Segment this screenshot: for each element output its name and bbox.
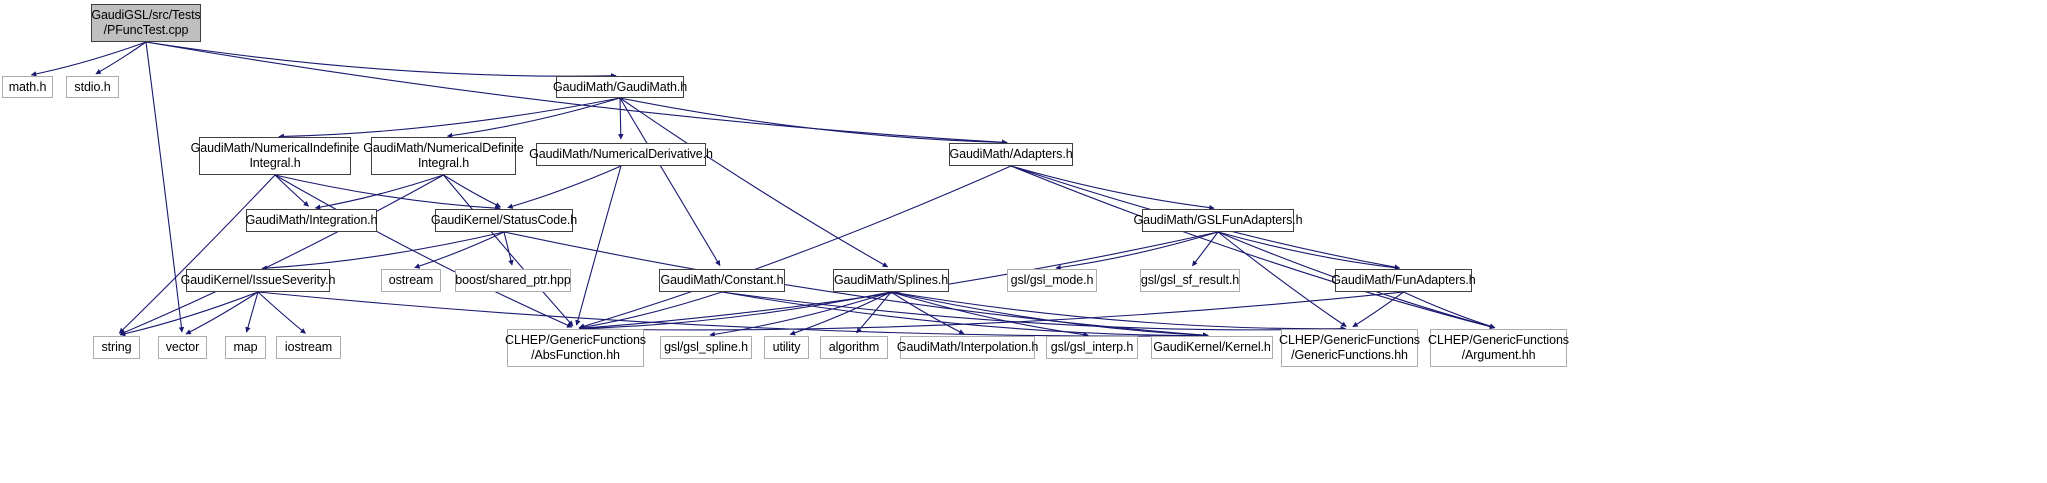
graph-node-genfunc[interactable]: CLHEP/GenericFunctions /GenericFunctions… bbox=[1279, 329, 1420, 367]
graph-edge-numindef-to-integration bbox=[274, 174, 309, 207]
graph-edge-gaudimath-to-numindef bbox=[278, 97, 621, 140]
graph-node-argument[interactable]: CLHEP/GenericFunctions /Argument.hh bbox=[1428, 329, 1569, 367]
graph-node-algorithm[interactable]: algorithm bbox=[820, 336, 888, 359]
graph-edge-issuesev-to-vector bbox=[185, 291, 259, 335]
graph-edge-numdef-to-absfunc bbox=[443, 174, 574, 327]
graph-node-splines[interactable]: GaudiMath/Splines.h bbox=[833, 269, 949, 292]
graph-edge-gaudimath-to-constant bbox=[619, 97, 721, 267]
graph-edge-constant-to-absfunc bbox=[578, 291, 723, 330]
graph-edge-splines-to-utility bbox=[789, 291, 892, 336]
graph-edge-statuscode-to-issuesev bbox=[261, 231, 505, 271]
graph-edge-splines-to-gslspline bbox=[709, 291, 892, 338]
graph-node-gslsfres[interactable]: gsl/gsl_sf_result.h bbox=[1140, 269, 1240, 292]
graph-edge-root-to-stdioh bbox=[95, 41, 147, 75]
graph-edge-constant-to-genfunc bbox=[721, 291, 1347, 332]
graph-edge-gslfunad-to-gslsfres bbox=[1191, 231, 1219, 267]
graph-edge-numdef-to-statuscode bbox=[443, 174, 502, 208]
graph-edge-splines-to-interp bbox=[890, 291, 965, 335]
graph-edge-funadapt-to-argument bbox=[1403, 291, 1496, 329]
graph-edge-numderiv-to-statuscode bbox=[507, 165, 622, 209]
graph-edge-gaudimath-to-numdef bbox=[446, 97, 621, 139]
graph-node-adapters[interactable]: GaudiMath/Adapters.h bbox=[949, 143, 1073, 166]
graph-node-statuscode[interactable]: GaudiKernel/StatusCode.h bbox=[431, 209, 577, 232]
graph-edge-issuesev-to-map bbox=[245, 291, 259, 333]
graph-edge-constant-to-kernel bbox=[721, 291, 1209, 339]
graph-node-numdef[interactable]: GaudiMath/NumericalDefinite Integral.h bbox=[363, 137, 524, 175]
graph-node-gaudimath[interactable]: GaudiMath/GaudiMath.h bbox=[553, 76, 687, 98]
graph-node-sharedptr[interactable]: boost/shared_ptr.hpp bbox=[455, 269, 571, 292]
graph-edge-gslfunad-to-gslmode bbox=[1055, 231, 1219, 271]
graph-edge-root-to-vector bbox=[145, 41, 185, 333]
graph-edge-numdef-to-string bbox=[119, 174, 444, 335]
graph-node-vector[interactable]: vector bbox=[158, 336, 207, 359]
graph-edge-root-to-mathh bbox=[30, 41, 147, 77]
graph-node-integration[interactable]: GaudiMath/Integration.h bbox=[246, 209, 378, 232]
graph-edge-adapters-to-absfunc bbox=[578, 165, 1012, 329]
graph-edge-root-to-gaudimath bbox=[145, 41, 617, 79]
graph-edge-splines-to-kernel bbox=[890, 291, 1209, 338]
graph-edge-issuesev-to-kernel bbox=[257, 291, 1209, 339]
graph-edge-numindef-to-absfunc bbox=[274, 174, 573, 328]
graph-edge-gslfunad-to-funadapt bbox=[1217, 231, 1401, 271]
graph-node-funadapt[interactable]: GaudiMath/FunAdapters.h bbox=[1331, 269, 1476, 292]
graph-edge-splines-to-algorithm bbox=[856, 291, 892, 334]
graph-node-gslfunad[interactable]: GaudiMath/GSLFunAdapters.h bbox=[1133, 209, 1303, 232]
graph-node-mathh[interactable]: math.h bbox=[2, 76, 53, 98]
graph-edge-funadapt-to-absfunc bbox=[578, 291, 1404, 332]
graph-edge-gaudimath-to-splines bbox=[619, 97, 889, 268]
graph-edge-statuscode-to-ostream bbox=[414, 231, 505, 269]
graph-edge-splines-to-genfunc bbox=[890, 291, 1347, 332]
graph-edge-issuesev-to-string bbox=[119, 291, 259, 337]
graph-node-gslmode[interactable]: gsl/gsl_mode.h bbox=[1007, 269, 1097, 292]
graph-node-numindef[interactable]: GaudiMath/NumericalIndefinite Integral.h bbox=[191, 137, 359, 175]
graph-edge-splines-to-gslinterp bbox=[890, 291, 1089, 338]
graph-edge-adapters-to-gslfunad bbox=[1010, 165, 1215, 211]
graph-node-absfunc[interactable]: CLHEP/GenericFunctions /AbsFunction.hh bbox=[505, 329, 646, 367]
graph-node-kernel[interactable]: GaudiKernel/Kernel.h bbox=[1151, 336, 1273, 359]
graph-node-interp[interactable]: GaudiMath/Interpolation.h bbox=[897, 336, 1038, 359]
graph-node-utility[interactable]: utility bbox=[764, 336, 809, 359]
graph-node-gslinterp[interactable]: gsl/gsl_interp.h bbox=[1046, 336, 1138, 359]
graph-edge-adapters-to-argument bbox=[1010, 165, 1496, 330]
graph-node-constant[interactable]: GaudiMath/Constant.h bbox=[659, 269, 785, 292]
graph-node-iostream[interactable]: iostream bbox=[276, 336, 341, 359]
graph-edge-gaudimath-to-numderiv bbox=[618, 97, 624, 140]
graph-edge-numindef-to-string bbox=[118, 174, 276, 334]
graph-node-issuesev[interactable]: GaudiKernel/IssueSeverity.h bbox=[181, 269, 336, 292]
graph-edge-numindef-to-statuscode bbox=[274, 174, 501, 211]
graph-edge-gaudimath-to-adapters bbox=[619, 97, 1008, 146]
graph-edge-statuscode-to-sharedptr bbox=[503, 231, 514, 266]
graph-edge-splines-to-absfunc bbox=[578, 291, 892, 332]
graph-node-numderiv[interactable]: GaudiMath/NumericalDerivative.h bbox=[529, 143, 713, 166]
graph-edge-funadapt-to-genfunc bbox=[1352, 291, 1404, 328]
graph-node-root[interactable]: GaudiGSL/src/Tests /PFuncTest.cpp bbox=[91, 4, 201, 42]
graph-node-gslspline[interactable]: gsl/gsl_spline.h bbox=[660, 336, 752, 359]
graph-node-string[interactable]: string bbox=[93, 336, 140, 359]
graph-node-map[interactable]: map bbox=[225, 336, 266, 359]
graph-edge-issuesev-to-iostream bbox=[257, 291, 306, 334]
graph-edge-numderiv-to-absfunc bbox=[575, 165, 622, 326]
graph-node-stdioh[interactable]: stdio.h bbox=[66, 76, 119, 98]
graph-node-ostream[interactable]: ostream bbox=[381, 269, 441, 292]
graph-edge-numdef-to-integration bbox=[314, 174, 444, 210]
